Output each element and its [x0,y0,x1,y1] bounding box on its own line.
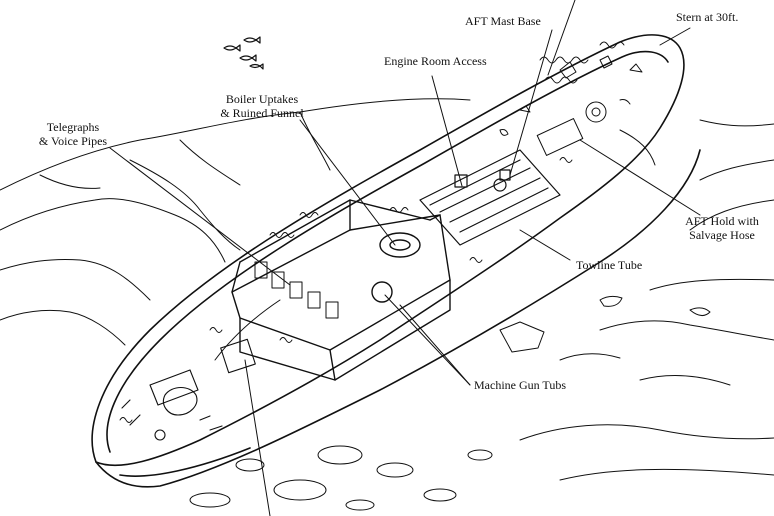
foredeck-fittings [121,338,256,441]
label-telegraphs-line2: & Voice Pipes [38,134,108,148]
leader-stern [659,27,691,46]
leader-mg-1 [384,294,471,386]
seabed-rubble [189,295,711,511]
seabed-rocks [0,98,774,481]
label-aft-hold-line2: Salvage Hose [689,228,755,242]
fish-school [223,36,264,70]
label-aft-hold: AFT Hold with Salvage Hose [674,214,770,242]
leader-engine-room [431,75,463,187]
bridge-superstructure [231,199,451,381]
leader-lines [109,0,701,516]
label-telegraphs-line1: Telegraphs [46,120,100,134]
label-boiler-uptakes-line2: & Ruined Funnel [220,106,304,120]
label-telegraphs: Telegraphs & Voice Pipes [30,120,116,148]
leader-aft-mast-base [509,29,553,176]
label-stern: Stern at 30ft. [676,10,739,24]
label-towline-tube: Towline Tube [576,258,643,272]
label-engine-room-access: Engine Room Access [384,54,487,68]
leader-boiler [299,119,396,246]
leader-bottom [244,359,271,516]
label-boiler-uptakes-line1: Boiler Uptakes [225,92,299,106]
ship-hull [91,34,701,488]
label-aft-hold-line1: AFT Hold with [685,214,759,228]
label-machine-gun-tubs: Machine Gun Tubs [474,378,567,392]
stern-deck [499,55,643,156]
leader-towline [519,229,571,261]
leader-mg-2 [399,304,471,386]
marine-growth [119,41,625,423]
leader-aft-mast-top [547,0,576,76]
leader-aft-hold [579,139,701,216]
label-boiler-uptakes: Boiler Uptakes & Ruined Funnel [214,92,310,120]
midships-structure [419,149,561,246]
label-aft-mast-base: AFT Mast Base [465,14,541,28]
leader-telegraphs [109,147,291,286]
